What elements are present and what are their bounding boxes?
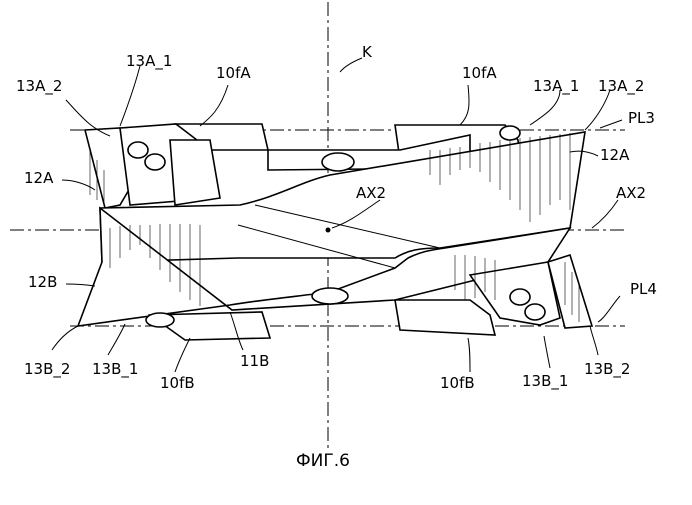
label-10fa-left: 10fA <box>216 64 251 82</box>
label-13b-2-right: 13B_2 <box>584 360 630 379</box>
label-10fb-right: 10fB <box>440 374 475 392</box>
label-13a-1-right: 13A_1 <box>533 77 579 96</box>
label-ax2-right: AX2 <box>616 184 646 202</box>
label-13b-1-right: 13B_1 <box>522 372 568 391</box>
label-11b: 11B <box>240 352 269 370</box>
label-12b: 12B <box>28 273 57 291</box>
label-10fb-left: 10fB <box>160 374 195 392</box>
figure-caption: ФИГ.6 <box>296 451 350 471</box>
upper-left-insert <box>85 124 268 208</box>
label-ax2-center: AX2 <box>356 184 386 202</box>
label-13a-1-left: 13A_1 <box>126 52 172 71</box>
label-12a-right: 12A <box>600 146 630 164</box>
label-pl4: PL4 <box>630 280 657 298</box>
label-13b-1-left: 13B_1 <box>92 360 138 379</box>
label-12a-left: 12A <box>24 169 54 187</box>
label-13a-2-left: 13A_2 <box>16 77 62 96</box>
label-10fa-right: 10fA <box>462 64 497 82</box>
ax2-center-point <box>326 228 331 233</box>
label-pl3: PL3 <box>628 109 655 127</box>
label-13a-2-right: 13A_2 <box>598 77 644 96</box>
label-13b-2-left: 13B_2 <box>24 360 70 379</box>
label-k: K <box>362 43 373 61</box>
